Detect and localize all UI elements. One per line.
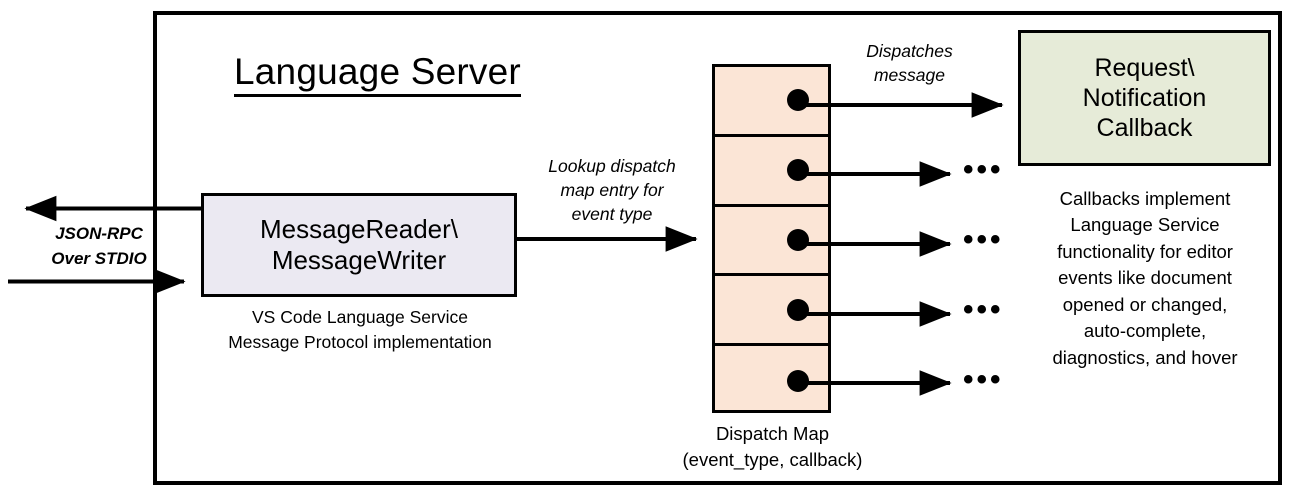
dispatches-label-line1: Dispatches	[866, 41, 953, 61]
ellipsis-row-5: •••	[963, 363, 1004, 396]
request-notification-callback-box[interactable]: Request\ Notification Callback	[1018, 30, 1271, 166]
dispatch-map-table[interactable]	[712, 64, 831, 413]
callback-box-line2: Notification	[1082, 84, 1207, 112]
mrw-caption-line2: Message Protocol implementation	[228, 331, 492, 352]
ellipsis-row-3: •••	[963, 223, 1004, 256]
dispatch-map-caption-line2: (event_type, callback)	[682, 448, 863, 470]
message-reader-writer-box[interactable]: MessageReader\ MessageWriter	[201, 193, 517, 297]
dispatches-message-label: Dispatches message	[832, 40, 987, 88]
ellipsis-row-4: •••	[963, 293, 1004, 326]
dispatch-map-row-4[interactable]	[715, 276, 828, 347]
callback-desc-line2: Language Service	[1070, 214, 1220, 236]
lookup-label-line1: Lookup dispatch	[548, 156, 676, 176]
dispatch-map-row-1[interactable]	[715, 67, 828, 137]
page-title: Language Server	[234, 51, 574, 97]
json-rpc-label-line1: JSON-RPC	[55, 224, 143, 243]
json-rpc-label-line2: Over STDIO	[51, 248, 147, 268]
page-title-text: Language Server	[234, 51, 521, 97]
callback-dot-icon	[787, 228, 809, 251]
dispatch-map-caption-line1: Dispatch Map	[715, 423, 830, 444]
language-server-frame	[153, 11, 1282, 485]
message-reader-writer-caption: VS Code Language Service Message Protoco…	[190, 305, 530, 355]
callback-desc-line1: Callbacks implement	[1059, 188, 1231, 209]
callback-desc-line6: auto-complete,	[1083, 320, 1207, 342]
message-reader-line: MessageReader\	[260, 214, 458, 245]
callback-description: Callbacks implement Language Service fun…	[1007, 186, 1283, 371]
ellipsis-row-2: •••	[963, 153, 1004, 186]
callback-dot-icon	[787, 89, 809, 112]
callback-desc-line4: events like document	[1058, 267, 1232, 289]
dispatch-map-row-3[interactable]	[715, 207, 828, 277]
dispatch-map-caption: Dispatch Map (event_type, callback)	[640, 421, 905, 473]
lookup-dispatch-label: Lookup dispatch map entry for event type	[512, 155, 712, 226]
lookup-label-line3: event type	[571, 203, 653, 224]
callback-desc-line3: functionality for editor	[1057, 240, 1233, 262]
callback-dot-icon	[787, 159, 809, 182]
callback-dot-icon	[787, 298, 809, 321]
dispatch-map-row-5[interactable]	[715, 346, 828, 416]
lookup-label-line2: map entry for	[560, 179, 664, 200]
json-rpc-label: JSON-RPC Over STDIO	[24, 222, 174, 271]
dispatches-label-line2: message	[873, 64, 945, 85]
callback-box-text: Request\ Notification Callback	[1083, 53, 1207, 143]
mrw-caption-line1: VS Code Language Service	[252, 307, 468, 327]
dispatch-map-row-2[interactable]	[715, 137, 828, 207]
callback-desc-line5: opened or changed,	[1062, 293, 1228, 315]
callback-dot-icon	[787, 370, 809, 393]
callback-box-line3: Callback	[1096, 114, 1193, 142]
message-writer-line: MessageWriter	[271, 245, 447, 275]
message-reader-writer-text: MessageReader\ MessageWriter	[260, 214, 458, 275]
callback-box-line1: Request\	[1094, 54, 1195, 82]
callback-desc-line7: diagnostics, and hover	[1052, 346, 1238, 368]
